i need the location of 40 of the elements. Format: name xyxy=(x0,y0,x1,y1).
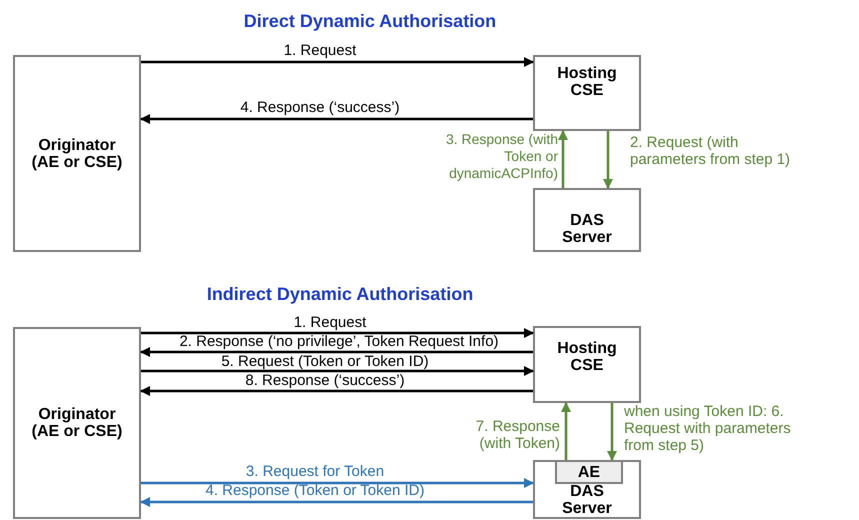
arrow xyxy=(140,347,533,357)
arrow xyxy=(140,497,533,507)
edge-label: 2. Response (‘no privilege’, Token Request Info) xyxy=(178,333,500,350)
edge-label: 8. Response (‘success’) xyxy=(244,372,406,389)
arrow xyxy=(140,114,533,124)
entity-name: Originator (AE or CSE) xyxy=(30,136,124,170)
entity-box xyxy=(533,55,641,131)
edge-label: 5. Request (Token or Token ID) xyxy=(220,353,430,370)
arrow xyxy=(141,366,534,376)
entity-name: DAS Server xyxy=(561,483,613,517)
edge-label: 1. Request xyxy=(292,314,368,331)
edge-label: when using Token ID: 6. Request with parameters from step 5) xyxy=(624,403,792,454)
entity-box xyxy=(533,188,641,252)
arrow xyxy=(558,130,568,188)
arrow xyxy=(141,57,534,67)
edge-label: 1. Request xyxy=(282,42,358,59)
arrow xyxy=(141,478,534,488)
arrow xyxy=(561,402,571,460)
entity-name: AE xyxy=(578,464,600,480)
entity-box xyxy=(533,326,641,403)
edge-label: 4. Response (Token or Token ID) xyxy=(204,482,426,499)
arrow xyxy=(140,386,533,396)
edge-label: 7. Response (with Token) xyxy=(474,418,560,452)
edge-label: 3. Response (with Token or dynamicACPInfo) xyxy=(444,131,558,182)
entity-box xyxy=(13,55,141,252)
entity-name: Originator (AE or CSE) xyxy=(30,406,124,440)
arrow xyxy=(607,403,617,461)
component-box xyxy=(555,460,623,484)
section-title: Direct Dynamic Authorisation xyxy=(242,10,498,33)
edge-label: 2. Request (with parameters from step 1) xyxy=(630,134,792,168)
edge-label: 4. Response (‘success’) xyxy=(239,99,401,116)
arrow xyxy=(603,131,613,189)
entity-box xyxy=(13,327,141,519)
edge-label: 3. Request for Token xyxy=(244,463,386,480)
entity-name: Hosting CSE xyxy=(556,65,618,99)
section-title: Indirect Dynamic Authorisation xyxy=(206,283,474,306)
arrow xyxy=(141,328,534,338)
entity-box xyxy=(533,460,641,519)
entity-name: Hosting CSE xyxy=(556,340,618,374)
entity-name: DAS Server xyxy=(561,212,613,246)
